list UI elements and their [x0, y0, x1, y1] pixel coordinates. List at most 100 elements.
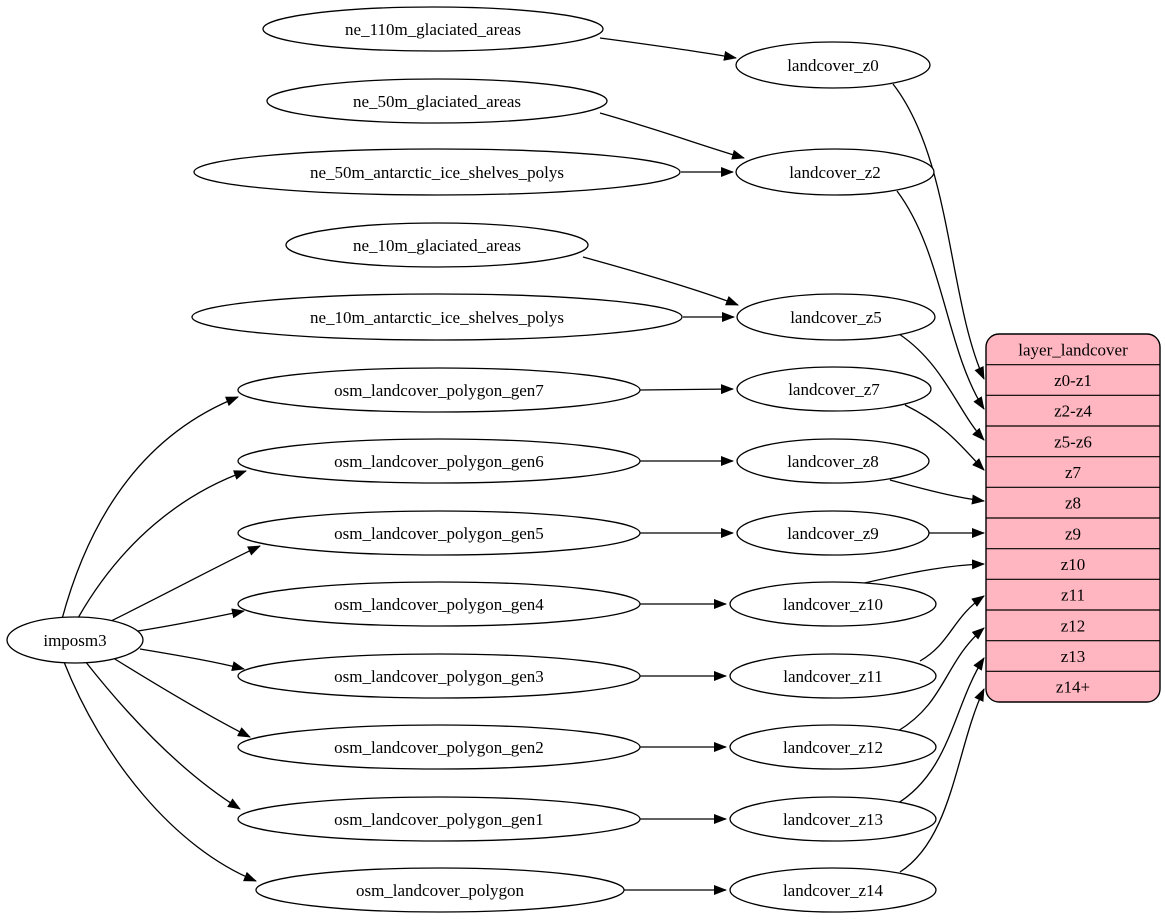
node-z7: landcover_z7 — [736, 366, 932, 412]
node-ellipse-z8 — [736, 438, 930, 484]
edge-z5-to-row-2 — [898, 333, 985, 441]
node-ellipse-g5 — [237, 510, 641, 556]
table-row-z2-z4: z2-z4 — [986, 394, 1160, 421]
node-g1: osm_landcover_polygon_gen1 — [237, 796, 641, 842]
edge-z2-to-row-1 — [896, 190, 985, 410]
table-row-z11: z11 — [986, 578, 1160, 605]
node-z13: landcover_z13 — [729, 796, 937, 842]
table-row-label: z8 — [1065, 494, 1081, 513]
table-row-label: z11 — [1061, 586, 1085, 605]
table-row-label: z12 — [1061, 616, 1086, 635]
edge-imposm3-to-g5 — [104, 545, 261, 625]
node-z5: landcover_z5 — [736, 293, 936, 341]
node-label-z12: landcover_z12 — [783, 738, 883, 757]
edge-imposm3-to-g6 — [77, 470, 247, 619]
edge-z13-to-row-9 — [894, 657, 985, 806]
edge-z7-to-row-3 — [904, 404, 985, 471]
table-title: layer_landcover — [1018, 340, 1128, 359]
node-z0: landcover_z0 — [735, 41, 931, 89]
edge-z0-to-row-0 — [892, 83, 985, 380]
node-g6: osm_landcover_polygon_gen6 — [237, 438, 641, 484]
nodes-layer: ne_110m_glaciated_areas ne_50m_glaciated_… — [6, 6, 937, 913]
node-label-g3: osm_landcover_polygon_gen3 — [334, 667, 544, 686]
node-label-z8: landcover_z8 — [787, 452, 879, 471]
edge-imposm3-to-g4 — [137, 608, 245, 632]
table-row-z10: z10 — [986, 548, 1160, 574]
node-label-z9: landcover_z9 — [787, 524, 879, 543]
node-g5: osm_landcover_polygon_gen5 — [237, 510, 641, 556]
edge-z10-to-row-6 — [859, 559, 985, 585]
table-row-label: z0-z1 — [1054, 371, 1092, 390]
edge-z8-to-row-4 — [889, 479, 985, 505]
edge-imposm3-to-g7 — [61, 396, 239, 620]
table-row-z8: z8 — [986, 486, 1160, 513]
node-ellipse-g7 — [237, 367, 641, 413]
node-label-ne50g: ne_50m_glaciated_areas — [353, 92, 521, 111]
node-g7: osm_landcover_polygon_gen7 — [237, 367, 641, 413]
node-ellipse-z0 — [735, 41, 931, 89]
node-ellipse-ne10a — [191, 293, 683, 341]
node-z12: landcover_z12 — [729, 724, 937, 770]
node-ellipse-z10 — [729, 581, 937, 627]
edge-z11-to-row-7 — [919, 595, 985, 662]
node-label-z5: landcover_z5 — [790, 308, 882, 327]
node-z14: landcover_z14 — [729, 867, 937, 913]
node-ne50a: ne_50m_antarctic_ice_shelves_polys — [193, 148, 681, 196]
edge-imposm3-to-poly — [63, 661, 257, 882]
node-ellipse-g2 — [237, 724, 641, 770]
table-row-z5-z6: z5-z6 — [986, 425, 1160, 451]
node-imposm3: imposm3 — [6, 616, 144, 664]
node-z9: landcover_z9 — [736, 510, 930, 556]
node-ellipse-ne10g — [285, 222, 589, 268]
node-ellipse-ne110 — [262, 6, 604, 52]
layer-landcover-table: layer_landcover z0-z1 z2-z4 z5-z6 z7 z8 z9 z10 z… — [985, 333, 1161, 703]
node-ne10a: ne_10m_antarctic_ice_shelves_polys — [191, 293, 683, 341]
node-ellipse-z5 — [736, 293, 936, 341]
node-label-z10: landcover_z10 — [783, 595, 883, 614]
edge-imposm3-to-g1 — [84, 660, 241, 810]
node-ellipse-poly — [255, 867, 625, 913]
node-label-g5: osm_landcover_polygon_gen5 — [334, 524, 544, 543]
node-label-z0: landcover_z0 — [787, 56, 879, 75]
node-label-g7: osm_landcover_polygon_gen7 — [334, 381, 544, 400]
node-label-g1: osm_landcover_polygon_gen1 — [334, 810, 544, 829]
edge-ne50g-to-z2 — [599, 112, 745, 160]
node-ellipse-g1 — [237, 796, 641, 842]
node-label-z11: landcover_z11 — [783, 667, 882, 686]
node-z10: landcover_z10 — [729, 581, 937, 627]
node-ne50g: ne_50m_glaciated_areas — [266, 78, 608, 124]
node-ne10g: ne_10m_glaciated_areas — [285, 222, 589, 268]
edge-ne10g-to-z5 — [582, 256, 739, 306]
table-row-z0-z1: z0-z1 — [986, 364, 1160, 390]
node-ellipse-z2 — [735, 148, 935, 196]
node-z2: landcover_z2 — [735, 148, 935, 196]
edge-ne110-to-z0 — [599, 37, 737, 61]
node-poly: osm_landcover_polygon — [255, 867, 625, 913]
node-ne110: ne_110m_glaciated_areas — [262, 6, 604, 52]
node-ellipse-z12 — [729, 724, 937, 770]
table-row-z14+: z14+ — [986, 670, 1160, 697]
node-ellipse-z11 — [729, 653, 937, 699]
node-z11: landcover_z11 — [729, 653, 937, 699]
node-label-g4: osm_landcover_polygon_gen4 — [334, 595, 544, 614]
node-label-ne10g: ne_10m_glaciated_areas — [353, 236, 521, 255]
edge-imposm3-to-g3 — [139, 648, 245, 671]
table-row-label: z10 — [1061, 555, 1086, 574]
node-g2: osm_landcover_polygon_gen2 — [237, 724, 641, 770]
node-ellipse-g4 — [237, 581, 641, 627]
node-ellipse-ne50g — [266, 78, 608, 124]
node-ellipse-z9 — [736, 510, 930, 556]
table-row-z9: z9 — [986, 517, 1160, 543]
table-row-label: z2-z4 — [1054, 402, 1092, 421]
node-label-ne50a: ne_50m_antarctic_ice_shelves_polys — [310, 163, 564, 182]
node-ellipse-g6 — [237, 438, 641, 484]
node-ellipse-z7 — [736, 366, 932, 412]
edges-layer — [61, 37, 985, 895]
table-row-label: z7 — [1065, 463, 1082, 482]
node-ellipse-imposm3 — [6, 616, 144, 664]
node-g3: osm_landcover_polygon_gen3 — [237, 653, 641, 699]
node-ellipse-g3 — [237, 653, 641, 699]
node-label-ne110: ne_110m_glaciated_areas — [345, 20, 521, 39]
node-label-z7: landcover_z7 — [788, 380, 880, 399]
